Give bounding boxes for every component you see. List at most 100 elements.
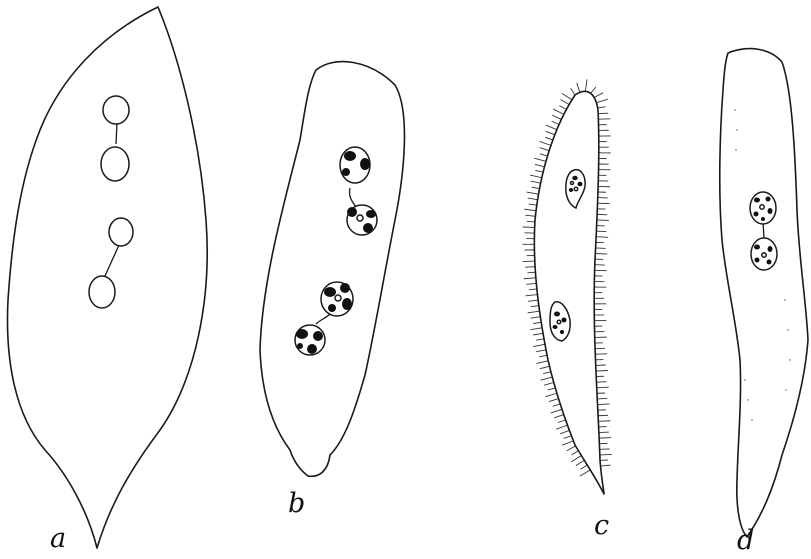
cilium <box>594 93 603 98</box>
cilium <box>549 399 559 402</box>
cilium <box>599 438 611 439</box>
cilium <box>543 372 551 374</box>
cell-a-nucleus-1 <box>103 96 129 124</box>
cilium <box>532 187 540 189</box>
cilium <box>525 267 535 268</box>
cell-a-nucleus-4 <box>89 276 115 308</box>
cilium <box>535 170 543 172</box>
cilium <box>600 460 608 461</box>
stipple-dot <box>734 109 735 110</box>
cilium <box>571 88 575 95</box>
stipple-dot <box>744 379 745 380</box>
cilium <box>598 421 610 422</box>
cell-b-upper-connector <box>349 188 357 208</box>
cilium <box>540 154 548 156</box>
figure-d-label: d <box>737 527 754 554</box>
cell-a-nucleus-3 <box>109 218 133 246</box>
stipple-dot <box>747 399 748 400</box>
cilium <box>591 87 596 93</box>
cell-d-nucleus-2 <box>751 238 777 270</box>
cilium <box>572 451 579 455</box>
cilium <box>530 328 542 330</box>
cilium <box>567 446 576 451</box>
cilium <box>544 383 554 386</box>
stipple-dot <box>787 329 788 330</box>
cilium <box>597 220 609 221</box>
stipple-dot <box>751 419 752 420</box>
cilium <box>533 344 545 346</box>
stipple-dot <box>789 359 790 360</box>
cilium <box>585 79 587 91</box>
cilium <box>545 131 554 135</box>
cilium <box>595 254 607 255</box>
cilium <box>530 317 540 318</box>
cell-c-nucleus-2 <box>550 302 570 341</box>
cilium <box>596 370 608 371</box>
cilium <box>552 121 559 124</box>
cell-c-nucleus-1 <box>566 170 585 208</box>
cilium <box>597 387 609 388</box>
cilium <box>552 115 561 119</box>
cilium <box>536 350 546 352</box>
cilium <box>534 158 546 161</box>
cilium <box>580 470 590 476</box>
cilium <box>527 192 539 194</box>
cell-b <box>260 62 404 477</box>
cilium <box>596 99 608 102</box>
cilium <box>539 355 547 357</box>
cilium <box>553 404 561 406</box>
figure-b-label: b <box>288 490 305 517</box>
cilium <box>600 465 610 466</box>
cilium <box>524 209 536 211</box>
cilium <box>558 420 566 423</box>
cilium <box>596 237 608 238</box>
cilium <box>528 198 538 200</box>
cell-c-outline <box>534 91 604 494</box>
cilium <box>560 99 569 104</box>
cilium <box>541 377 553 380</box>
cilium <box>598 107 606 108</box>
cilium <box>598 404 610 405</box>
cilium <box>527 272 535 273</box>
cell-b-nucleus-1 <box>340 147 370 183</box>
figure-a-label: a <box>50 525 66 552</box>
cilium <box>528 311 540 313</box>
cilium <box>562 441 573 445</box>
figure-c-label: c <box>594 512 609 539</box>
cilium <box>529 204 537 205</box>
cilium <box>540 366 550 368</box>
cilium <box>536 339 544 340</box>
cell-b-nucleus-2 <box>347 205 377 235</box>
cilium <box>531 181 541 183</box>
cilium <box>553 109 564 114</box>
cilium <box>548 388 556 390</box>
cilium <box>528 300 538 301</box>
cilium <box>556 425 567 429</box>
cell-b-nucleus-3 <box>321 282 353 316</box>
stipple-dot <box>785 389 786 390</box>
cell-a-lower-connector <box>105 245 119 276</box>
cell-b-lower-connector <box>316 314 330 324</box>
stipple-dot <box>736 129 737 130</box>
cilium <box>545 393 556 396</box>
cell-d-outline <box>720 49 808 537</box>
cilium <box>526 295 538 296</box>
cilium <box>526 283 536 284</box>
cilium <box>525 215 535 216</box>
cell-c <box>522 79 611 494</box>
cilium <box>540 148 550 151</box>
cilium <box>531 306 539 307</box>
cilium <box>580 465 587 469</box>
cilium <box>524 278 536 279</box>
cell-d <box>720 49 808 537</box>
cilium <box>559 106 566 110</box>
cilium <box>571 456 581 462</box>
cilium <box>551 409 562 413</box>
cilium <box>560 430 569 433</box>
cilium <box>536 361 548 364</box>
cilium <box>554 415 563 418</box>
stipple-dot <box>735 149 736 150</box>
cilium <box>577 83 580 92</box>
cell-a-nucleus-2 <box>101 147 129 181</box>
